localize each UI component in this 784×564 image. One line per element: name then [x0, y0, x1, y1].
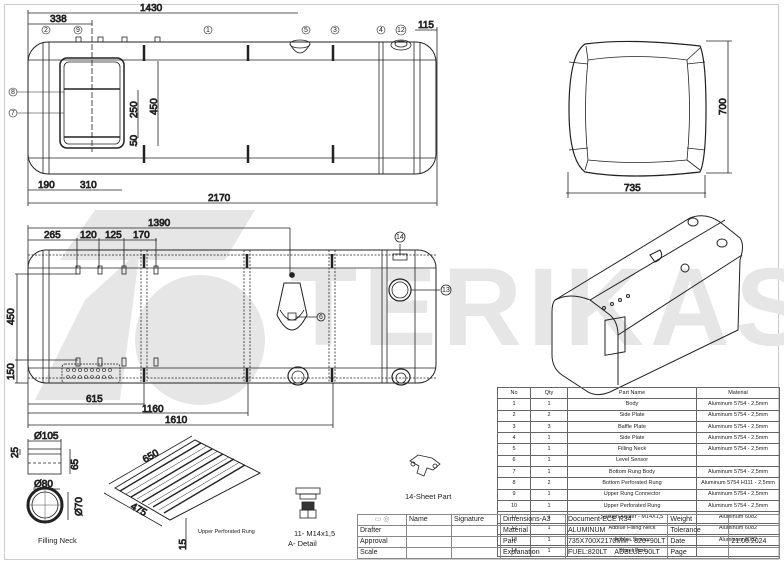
detail-a-label-1: 11- M14x1,5	[294, 529, 335, 538]
isometric-view	[551, 215, 743, 396]
sheet-part-label: 14-Sheet Part	[405, 492, 452, 501]
svg-text:12: 12	[397, 27, 405, 34]
svg-text:615: 615	[86, 394, 103, 405]
svg-text:50: 50	[129, 134, 140, 146]
svg-text:14: 14	[396, 234, 404, 241]
svg-text:1: 1	[206, 27, 210, 34]
end-view: 735 700	[566, 40, 732, 198]
svg-text:8: 8	[11, 89, 15, 96]
svg-text:2170: 2170	[208, 193, 231, 204]
svg-text:13: 13	[442, 287, 450, 294]
svg-text:125: 125	[105, 230, 122, 241]
svg-text:190: 190	[38, 180, 55, 191]
svg-text:5: 5	[304, 27, 308, 34]
svg-text:Ø80: Ø80	[34, 479, 53, 490]
svg-text:2: 2	[44, 27, 48, 34]
svg-text:6: 6	[319, 314, 323, 321]
svg-text:310: 310	[80, 180, 97, 191]
svg-text:Ø70: Ø70	[74, 497, 85, 516]
watermark-logo: TERIKAS	[35, 210, 784, 405]
balloons-top	[8, 24, 407, 118]
svg-text:450: 450	[6, 308, 17, 325]
title-block: ▭ ◎ Name Signature Dimensions-A3 Documen…	[357, 514, 780, 559]
svg-text:120: 120	[80, 230, 97, 241]
svg-text:115: 115	[418, 20, 434, 31]
filling-neck-detail: Ø105 25 65 Ø80 Ø70	[10, 431, 85, 524]
dim-1430: 1430	[140, 3, 163, 14]
detail-a-label-2: A- Detail	[288, 539, 317, 548]
title-block-header: ▭ ◎ Name Signature Dimensions-A3 Documen…	[357, 514, 780, 526]
rung-label: Upper Perforated Rung	[198, 529, 255, 535]
svg-text:650: 650	[141, 448, 161, 466]
svg-text:150: 150	[6, 363, 17, 380]
suction-adapter-detail	[295, 487, 321, 519]
side-view: 6 13 14 1390 265 120 125 170 450 150 615 1…	[6, 218, 452, 428]
svg-text:65: 65	[70, 458, 81, 470]
svg-text:4: 4	[379, 27, 383, 34]
svg-text:1390: 1390	[148, 218, 171, 229]
svg-text:338: 338	[50, 14, 67, 25]
svg-text:450: 450	[149, 98, 160, 115]
svg-text:Ø105: Ø105	[34, 431, 59, 442]
svg-text:170: 170	[133, 230, 150, 241]
svg-text:15: 15	[178, 538, 189, 550]
svg-text:7: 7	[11, 110, 15, 117]
svg-text:265: 265	[44, 230, 61, 241]
svg-text:250: 250	[129, 101, 140, 118]
svg-text:9: 9	[76, 27, 80, 34]
filling-neck-label: Filling Neck	[38, 536, 77, 545]
watermark-text: TERIKAS	[290, 246, 784, 369]
sheet-border	[4, 4, 779, 560]
svg-text:735: 735	[624, 183, 641, 194]
sheet-part-detail	[409, 454, 441, 477]
svg-text:1610: 1610	[165, 415, 188, 426]
svg-text:1160: 1160	[142, 404, 164, 415]
projection-symbol-icon: ▭ ◎	[357, 514, 407, 526]
top-view: 1430 338 115 190 310 2170 450 250 50 2 9 1…	[8, 3, 438, 206]
bom-header-row: No Qty Part Name Material	[497, 386, 780, 400]
svg-text:3: 3	[333, 27, 337, 34]
svg-text:25: 25	[10, 446, 21, 458]
svg-text:700: 700	[718, 98, 729, 115]
